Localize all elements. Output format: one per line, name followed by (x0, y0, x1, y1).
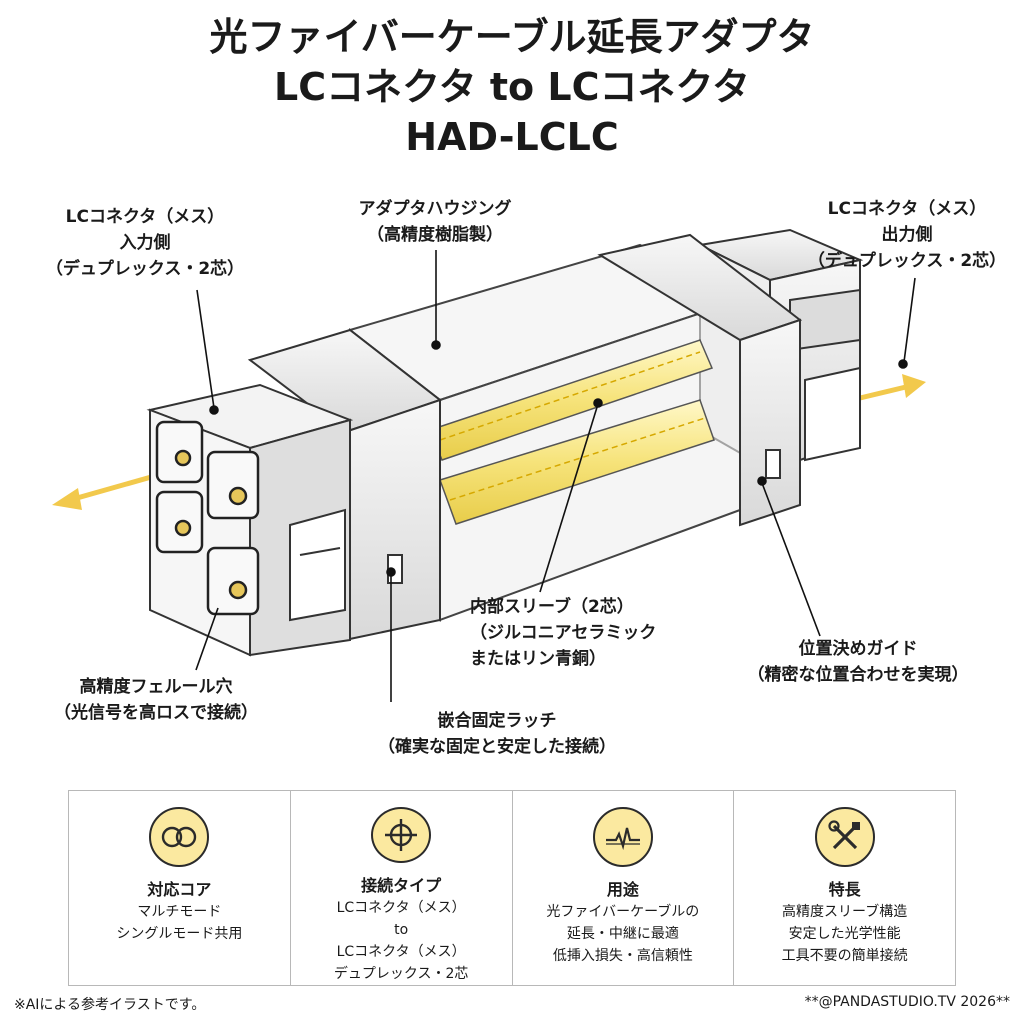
feature-usage: 用途 光ファイバーケーブルの 延長・中継に最適 低挿入損失・高信頼性 (513, 791, 735, 985)
disclaimer-note: ※AIによる参考イラストです。 (14, 994, 205, 1014)
feature-connection-type: 接続タイプ LCコネクタ（メス） to LCコネクタ（メス） デュプレックス・2… (291, 791, 513, 985)
callout-input-connector: LCコネクタ（メス）入力側（デュプレックス・2芯） (40, 204, 250, 282)
callout-guide: 位置決めガイド（精密な位置合わせを実現） (728, 636, 988, 688)
signal-pulse-icon (593, 807, 653, 867)
callout-output-connector: LCコネクタ（メス）出力側（デュプレックス・2芯） (802, 196, 1012, 274)
callout-housing: アダプタハウジング（高精度樹脂製） (330, 196, 540, 248)
fiber-core-icon (149, 807, 209, 867)
callout-latch: 嵌合固定ラッチ（確実な固定と安定した接続） (352, 708, 642, 760)
feature-panel: 対応コア マルチモード シングルモード共用 接続タイプ LCコネクタ（メス） t… (68, 790, 956, 986)
callout-ferrule: 高精度フェルール穴（光信号を高ロスで接続） (26, 674, 286, 726)
feature-core: 対応コア マルチモード シングルモード共用 (69, 791, 291, 985)
callout-sleeve: 内部スリーブ（2芯）（ジルコニアセラミックまたはリン青銅） (470, 594, 700, 672)
signal-arrow-right (860, 374, 926, 398)
feature-characteristics: 特長 高精度スリーブ構造 安定した光学性能 工具不要の簡単接続 (734, 791, 955, 985)
tools-icon (815, 807, 875, 867)
copyright-note: **@PANDASTUDIO.TV 2026** (805, 994, 1010, 1010)
crosshair-icon (371, 807, 431, 863)
